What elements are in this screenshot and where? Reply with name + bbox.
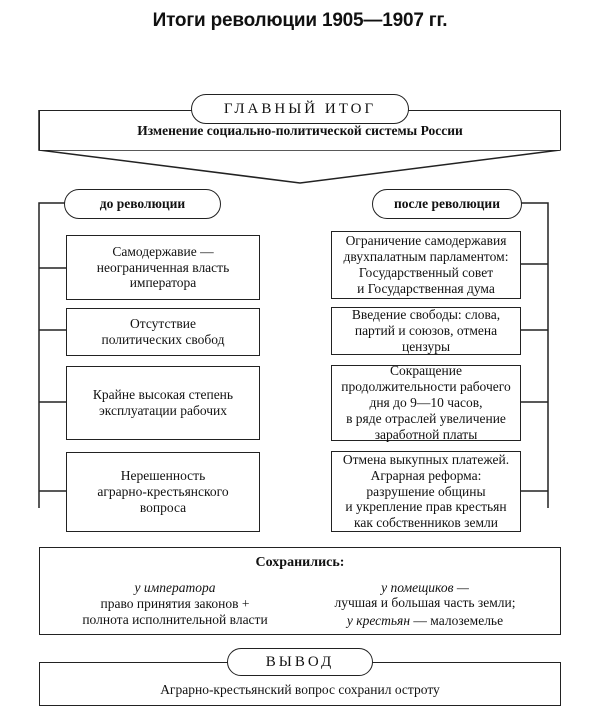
after-label-text: после революции — [394, 196, 500, 211]
main-result-label-text: ГЛАВНЫЙ ИТОГ — [223, 100, 377, 117]
conclusion-label-text: ВЫВОД — [265, 653, 335, 670]
before-item: Отсутствие политических свобод — [66, 308, 260, 356]
after-item: Ограничение самодержавия двухпалатным па… — [331, 231, 521, 299]
before-label-text: до революции — [99, 196, 186, 211]
before-label: до революции — [64, 189, 221, 219]
main-result-box: Изменение социально-политической системы… — [39, 110, 561, 150]
before-item: Самодержавие — неограниченная власть имп… — [66, 235, 260, 300]
main-result-label: ГЛАВНЫЙ ИТОГ — [191, 94, 409, 124]
before-item: Нерешенность аграрно-крестьянского вопро… — [66, 452, 260, 532]
landlords-text: лучшая и большая часть земли; — [334, 595, 516, 610]
after-item: Сокращение продолжительности рабочего дн… — [331, 363, 521, 442]
peasants-text: — малоземелье — [410, 613, 504, 628]
before-item: Крайне высокая степень эксплуатации рабо… — [66, 366, 260, 440]
page-title: Итоги революции 1905—1907 гг. — [152, 10, 448, 31]
after-item: Отмена выкупных платежей. Аграрная рефор… — [331, 451, 521, 532]
after-label: после революции — [372, 189, 522, 219]
main-result-text: Изменение социально-политической системы… — [137, 122, 463, 138]
preserved-heading: Сохранились: — [255, 555, 345, 570]
conclusion-label: ВЫВОД — [227, 648, 373, 676]
emperor-text: право принятия законов + полнота исполни… — [82, 596, 268, 627]
peasants-label: у крестьян — [346, 613, 411, 628]
after-item: Введение свободы: слова, партий и союзов… — [331, 307, 521, 355]
preserved-box — [39, 547, 561, 635]
peasants-line: у крестьян — малоземелье — [310, 613, 540, 629]
emperor-label: у императора — [134, 580, 216, 595]
conclusion-text: Аграрно-крестьянский вопрос сохранил ост… — [160, 682, 440, 698]
landlords-label: у помещиков — — [381, 580, 469, 595]
